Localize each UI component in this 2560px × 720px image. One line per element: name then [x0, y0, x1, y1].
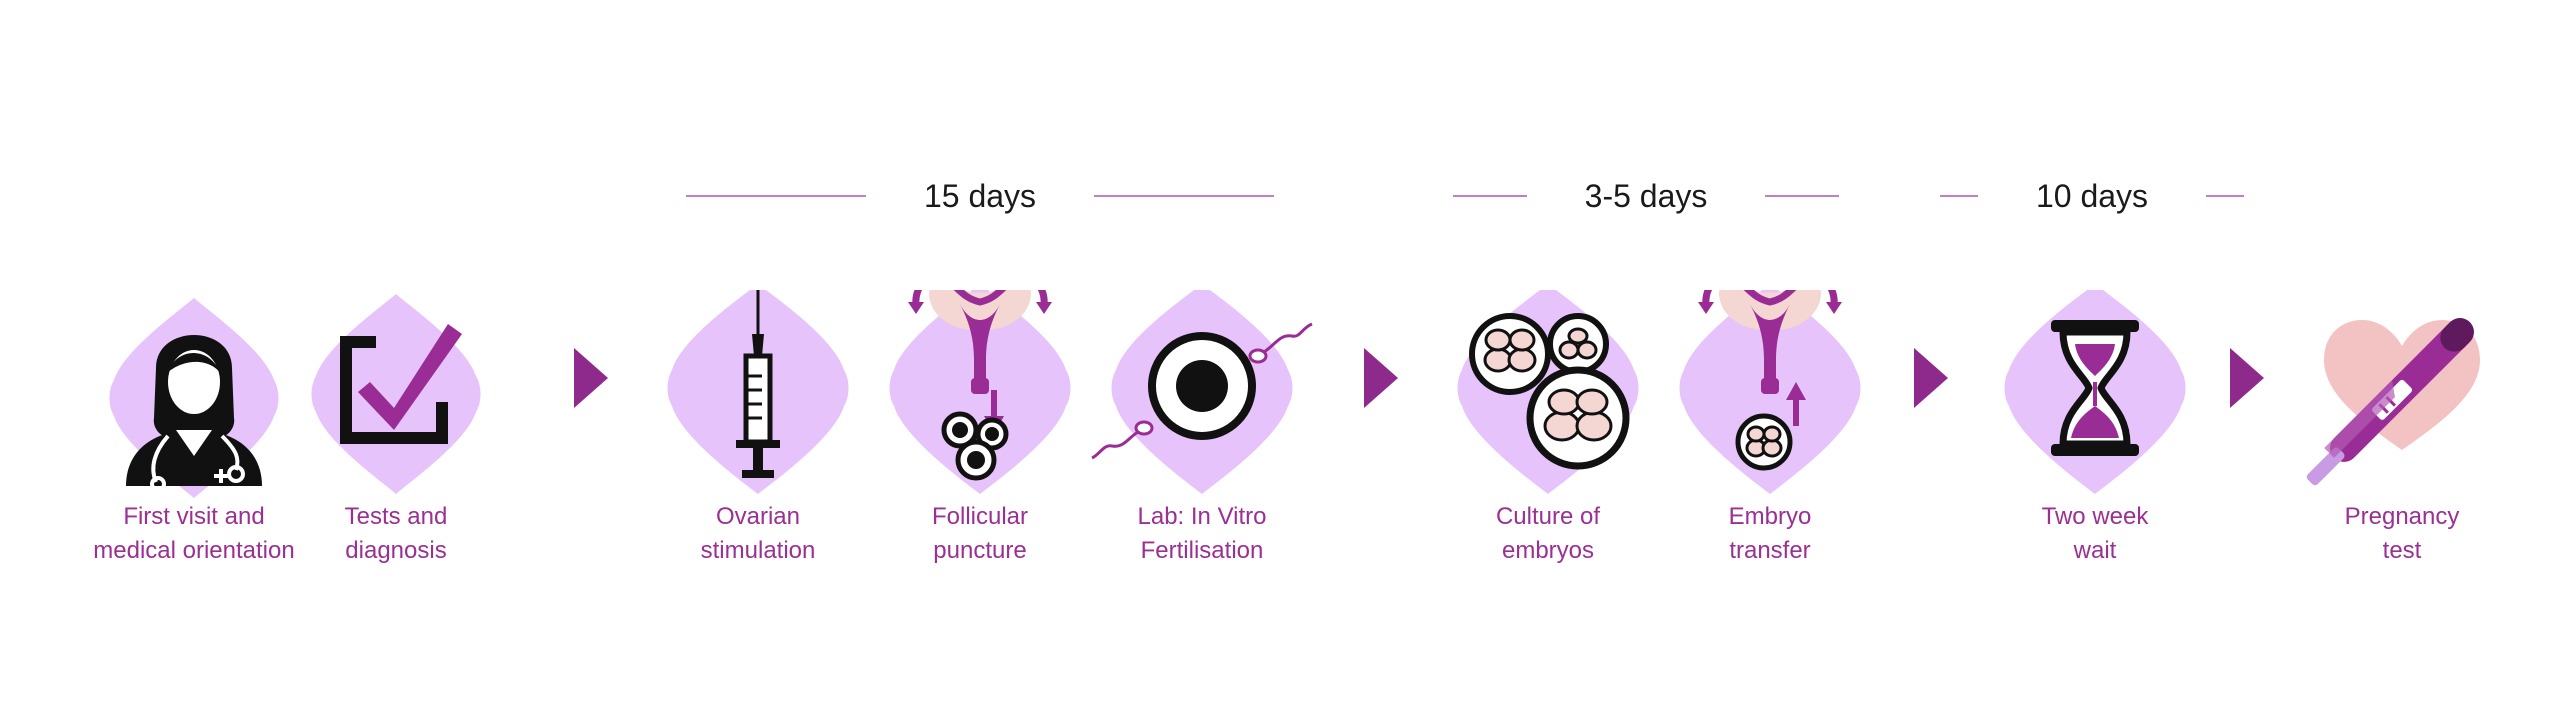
step-label: First visit and medical orientation	[64, 500, 324, 568]
step-label-line1: Follicular	[931, 503, 1029, 530]
step-label: Tests and diagnosis	[266, 500, 526, 568]
step-label-line1: Lab: In Vitro	[1137, 503, 1267, 530]
step-label: Embryo transfer	[1640, 500, 1900, 568]
step-label: Follicular puncture	[850, 500, 1110, 568]
step-label-line2: medical orientation	[93, 537, 295, 564]
syringe-icon	[667, 290, 849, 494]
step-label-line2: diagnosis	[345, 537, 447, 564]
pregnancy-test-icon	[2306, 318, 2480, 486]
step-label-line1: Tests and	[344, 503, 448, 530]
step-label: Pregnancy test	[2272, 500, 2532, 568]
doctor-icon	[109, 298, 279, 498]
arrow-right-icon	[2230, 348, 2264, 408]
step-label-line2: embryos	[1501, 537, 1595, 564]
step-label: Two week wait	[1965, 500, 2225, 568]
uterus-embryo-transfer-icon	[1679, 290, 1861, 494]
arrow-right-icon	[574, 348, 608, 408]
duration-15-days: 15 days	[685, 166, 1275, 226]
step-label-line1: Pregnancy	[2344, 503, 2460, 530]
duration-line-right	[2206, 195, 2245, 197]
duration-line-left	[1452, 195, 1527, 197]
step-label-line2: Fertilisation	[1140, 537, 1264, 564]
step-label-line1: Two week	[2041, 503, 2149, 530]
step-label: Lab: In Vitro Fertilisation	[1072, 500, 1332, 568]
hourglass-icon	[2004, 290, 2186, 494]
duration-line-right	[1765, 195, 1840, 197]
step-label-line1: First visit and	[123, 503, 265, 530]
duration-3-5-days: 3-5 days	[1452, 166, 1840, 226]
step-label-line2: stimulation	[700, 537, 816, 564]
step-label-line2: transfer	[1729, 537, 1811, 564]
duration-label: 3-5 days	[1584, 177, 1708, 214]
arrow-right-icon	[1914, 348, 1948, 408]
step-label-line2: wait	[2073, 537, 2117, 564]
duration-line-right	[1094, 195, 1275, 197]
checkbox-icon	[311, 294, 481, 494]
step-label: Ovarian stimulation	[628, 500, 888, 568]
duration-label: 10 days	[2035, 177, 2149, 214]
step-label-line1: Culture of	[1495, 503, 1601, 530]
embryo-cells-icon	[1457, 290, 1639, 494]
step-label-line2: puncture	[933, 537, 1027, 564]
step-label-line2: test	[2382, 537, 2422, 564]
step-label-line1: Embryo	[1728, 503, 1812, 530]
duration-line-left	[1939, 195, 1978, 197]
egg-sperm-icon	[1091, 290, 1313, 494]
step-label: Culture of embryos	[1418, 500, 1678, 568]
step-label-line1: Ovarian	[715, 503, 801, 530]
duration-10-days: 10 days	[1939, 166, 2245, 226]
uterus-egg-retrieval-icon	[889, 290, 1071, 494]
duration-line-left	[685, 195, 866, 197]
duration-label: 15 days	[923, 177, 1037, 214]
arrow-right-icon	[1364, 348, 1398, 408]
